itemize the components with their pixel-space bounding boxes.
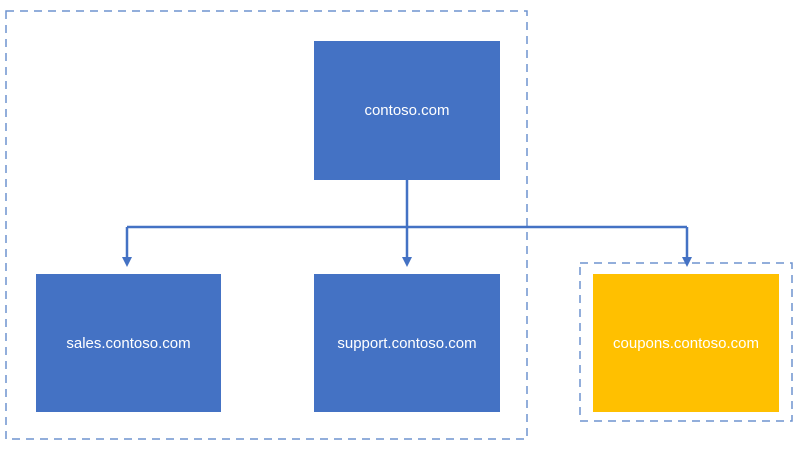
dashed-group-left xyxy=(5,10,528,440)
node-support-subdomain: support.contoso.com xyxy=(314,274,500,412)
node-coupons-subdomain: coupons.contoso.com xyxy=(593,274,779,412)
node-sales-subdomain: sales.contoso.com xyxy=(36,274,221,412)
node-sales-label: sales.contoso.com xyxy=(66,334,191,352)
node-contoso-root: contoso.com xyxy=(314,41,500,180)
node-coupons-label: coupons.contoso.com xyxy=(613,334,759,352)
node-root-label: contoso.com xyxy=(364,102,450,119)
node-support-label: support.contoso.com xyxy=(337,334,477,352)
